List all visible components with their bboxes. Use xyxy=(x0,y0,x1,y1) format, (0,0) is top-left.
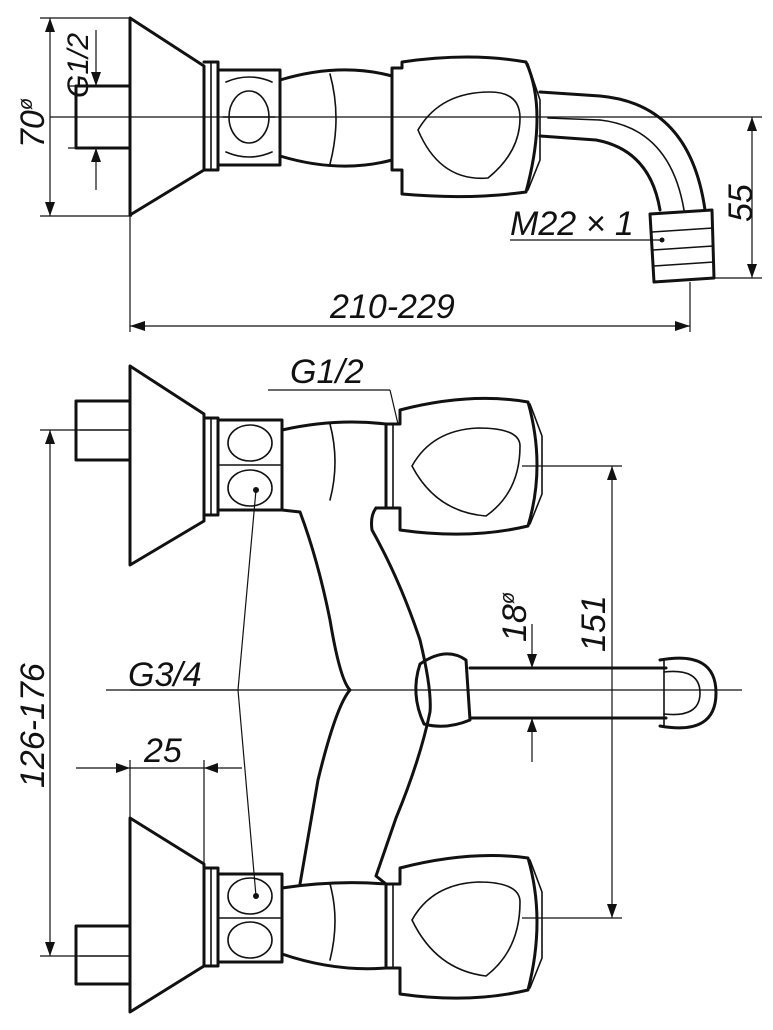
front-upper-handle xyxy=(384,396,539,536)
front-main-body xyxy=(280,508,352,886)
front-upper-bridge xyxy=(280,420,388,510)
front-view: G1/2 G3/4 25 126-176 18ø 151 xyxy=(14,353,742,1014)
front-lower-inlet-pipe xyxy=(74,924,132,986)
front-lower-handle xyxy=(384,854,539,1000)
front-spout xyxy=(468,666,668,720)
front-body-label: G3/4 xyxy=(128,656,202,694)
side-inlet-label: G1/2 xyxy=(62,33,95,98)
side-spout xyxy=(538,90,707,212)
front-depth-label: 25 xyxy=(143,732,182,770)
side-length-label: 210-229 xyxy=(329,288,455,326)
side-handle xyxy=(390,55,539,199)
front-center-distance-label: 126-176 xyxy=(14,663,52,788)
front-central-hub xyxy=(414,652,472,728)
side-outlet-label: M22 × 1 xyxy=(510,205,634,243)
side-height-label: 70ø xyxy=(14,98,52,148)
front-aerator xyxy=(658,656,718,730)
front-lower-nut xyxy=(216,872,284,964)
front-lower-bridge xyxy=(280,881,388,971)
front-upper-flange xyxy=(128,364,206,567)
front-lower-flange xyxy=(128,816,206,1014)
side-view: 70ø G1/2 55 M22 × 1 210-229 xyxy=(14,16,762,332)
front-handle-spacing-label: 151 xyxy=(575,595,613,652)
side-drop-label: 55 xyxy=(722,184,760,222)
front-inlet-label: G1/2 xyxy=(290,353,364,391)
side-nut xyxy=(216,68,282,167)
front-spout-diameter-label: 18ø xyxy=(496,592,534,642)
